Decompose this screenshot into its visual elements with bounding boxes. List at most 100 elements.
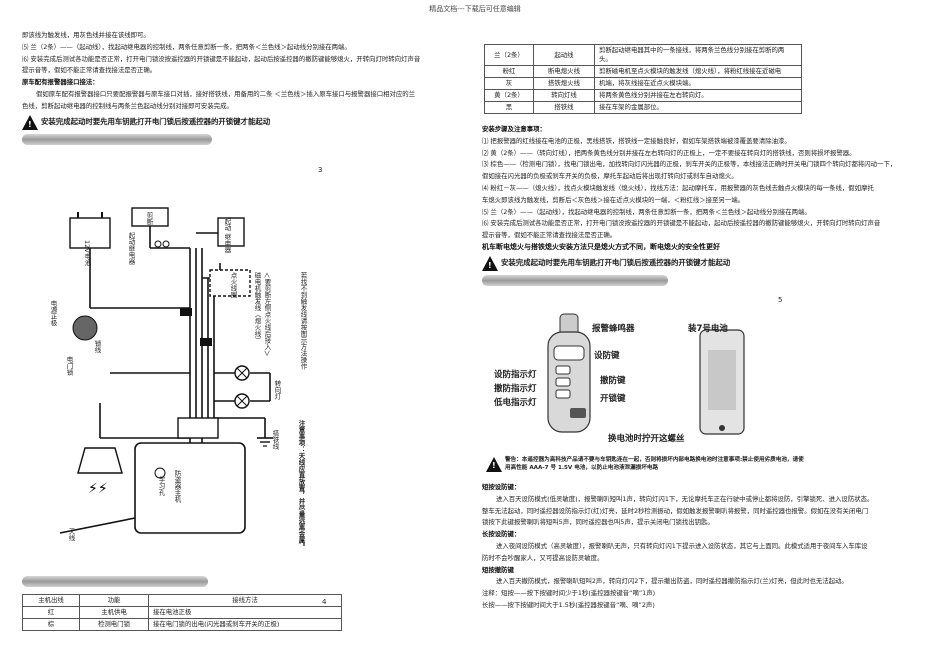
diagram-label-learn: 学习孔 <box>157 476 165 496</box>
table-cell: 接在车架的金属部位。 <box>594 101 802 114</box>
table-row: 黄（2条） 转向灯线 将两条黄色线分别并接在左右转向灯。 <box>484 89 802 102</box>
left-column: 即该线为触发线，用灰色线并接在该线即可。 ⑸ 兰（2条）——（起动线），找起动继… <box>22 30 468 145</box>
diagram-label-power-positive: 电源正极 <box>49 300 57 326</box>
gray-band <box>22 576 208 587</box>
table-cell: 灰 <box>484 77 534 90</box>
right-column: 安装步骤及注意事项： ⑴ 把报警器的红线接在电池的正极，黑线搭铁，搭铁线一定接触… <box>482 124 902 286</box>
step-line: 车熄火即该线为触发线，剪断后＜灰色线＞接在近点火模块的一端，＜粉红线＞接至另一端… <box>482 195 745 204</box>
page-number: 5 <box>778 296 783 304</box>
remote-figure <box>547 313 745 435</box>
table-row: 黑 搭铁线 接在车架的金属部位。 <box>484 101 802 114</box>
diagram-label-relay-note: ＜要剪断左侧点火线后接入＞ <box>263 272 271 357</box>
table-row: 粉红 断电熄火线 剪断磁电机至点火模块的触发线（熄火线），将粉红线接在近磁电 <box>484 65 802 78</box>
wiring-table-left: 主机出线 功能 接线方法 红 主机供电 接在电池正极 棕 检测电门锁 接在电门锁… <box>22 594 342 631</box>
table-cell: 起动线 <box>533 44 595 66</box>
diagram-label-lock-wire: 锁线 <box>93 340 101 353</box>
paragraph: 进入百天撤防模式，报警喇叭短叫2声，转向灯闪2下，提示撤出防盗，同时遥控器撤防指… <box>496 577 848 586</box>
table-cell: 红 <box>22 606 80 619</box>
remote-label-screw: 换电池时拧开这螺丝 <box>608 434 685 444</box>
svg-text:⚡⚡: ⚡⚡ <box>88 481 108 497</box>
table-cell: 剪断磁电机至点火模块的触发线（熄火线），将粉红线接在近磁电 <box>594 65 802 78</box>
page-number: 4 <box>322 598 327 606</box>
diagram-label-wind: 起动 继电器 <box>223 218 231 253</box>
page-header: 精品文档---下载后可任意编辑 <box>429 5 521 13</box>
table-cell: 将两条黄色线分别并接在左右转向灯。 <box>594 89 802 102</box>
step-line: ⑹ 安装完成后测试各功能是否正常，打开电门锁没按遥控器的开锁键是不能起动，起动后… <box>482 219 881 228</box>
notice-row: 警告：本遥控器为高科技产品请不要与车钥匙连在一起，否则将损坏内部电路换电池时注意… <box>486 456 806 472</box>
table-header: 接线方法 <box>148 594 342 607</box>
remote-label-low-battery-led: 低电指示灯 <box>494 398 537 408</box>
remote-label-unlock-button: 开锁键 <box>600 394 626 404</box>
table-cell: 黄（2条） <box>484 89 534 102</box>
diagram-label-turn-lamp: 转向灯 <box>273 380 281 400</box>
warning-icon <box>482 255 498 272</box>
right-bottom-text: 短按设防键： 进入百天设防模式(低灵敏度)，报警喇叭短叫1声，转向灯闪1下，无论… <box>482 482 902 612</box>
table-cell: 剪断起动继电器其中的一条接线，将两条兰色线分别接在剪断的两头。 <box>594 44 802 66</box>
step-line: ⑸ 兰（2条）——（起动线），找起动继电器的控制线，两条任意剪断一条，把两条＜兰… <box>482 207 811 216</box>
diagram-label-antenna: 天线 <box>67 528 75 541</box>
step-line: ⑶ 棕色——（检测电门锁），找电门锁出电，加找转向灯闪光器的正极，刹车开关的正极… <box>482 160 897 169</box>
table-row: 灰 搭铁熄火线 机端，将灰线接在近点火模块端。 <box>484 77 802 90</box>
table-header: 功能 <box>79 594 149 607</box>
table-row: 兰（2条） 起动线 剪断起动继电器其中的一条接线，将两条兰色线分别接在剪断的两头… <box>484 44 802 66</box>
paragraph: 防时不会吵醒家人，又可提高设防灵敏度。 <box>482 553 604 562</box>
diagram-label-ignition-coil: 点火线圈 <box>229 272 237 298</box>
gray-band <box>22 133 212 145</box>
text-line: ⑹ 安装完成后测试各功能是否正常，打开电门锁没按遥控器的开锁键是不能起动，起动后… <box>22 54 421 63</box>
table-row: 红 主机供电 接在电池正极 <box>22 606 342 619</box>
paragraph: 整车无法起动，同时遥控器设防指示灯(红)灯亮，延时2秒检测振动，假如触发报警喇叭… <box>482 506 869 515</box>
page-number: 3 <box>318 166 323 174</box>
diagram-label-ignition-cut: 磁电机触发线（熄火线） <box>253 272 261 344</box>
table-cell: 搭铁线 <box>533 101 595 114</box>
remote-label-battery: 装7号电池 <box>688 324 728 334</box>
warning-text: 安装完成起动时要先用车钥匙打开电门锁后按遥控器的开锁键才能起动 <box>501 258 731 268</box>
warning-row: 安装完成起动时要先用车钥匙打开电门锁后按遥控器的开锁键才能起动 <box>22 114 468 130</box>
text-line: ⑸ 兰（2条）——（起动线），找起动继电器的控制线，两条任意剪断一条，把两条＜兰… <box>22 42 351 51</box>
warning-icon <box>486 456 502 472</box>
warning-text: 安装完成起动时要先用车钥匙打开电门锁后按遥控器的开锁键才能起动 <box>41 117 271 127</box>
gray-band <box>482 274 668 286</box>
table-cell: 黑 <box>484 101 534 114</box>
diagram-label-door-lock: 电门锁 <box>65 356 73 376</box>
diagram-label-caution: 注意事项：天线应直放置，并尽量远离金属。 <box>297 420 305 550</box>
section-title: 长按设防键： <box>482 530 521 539</box>
table-cell: 接在电池正极 <box>148 606 342 619</box>
remote-label-disarm-button: 撤防键 <box>600 376 626 386</box>
note: 注释：短按——按下按键时间少于1秒(遥控器按键音“嘀”1声) <box>482 589 656 598</box>
remote-label-speaker: 报警蜂鸣器 <box>592 324 635 334</box>
table-cell: 检测电门锁 <box>79 618 149 631</box>
paragraph: 进入夜间设防模式（高灵敏度），报警喇叭无声，只有转向灯闪1下提示进入设防状态，其… <box>496 541 868 550</box>
table-header-row: 主机出线 功能 接线方法 <box>22 594 342 607</box>
table-cell: 断电熄火线 <box>533 65 595 78</box>
text-line: 即该线为触发线，用灰色线并接在该线即可。 <box>22 31 150 39</box>
section-subtitle: 原车配有报警器接口接法： <box>22 78 99 87</box>
table-cell: 搭铁熄火线 <box>533 77 595 90</box>
diagram-label-battery: 12V电池 <box>83 240 91 266</box>
diagram-label-start-relay: 起动继电器 <box>127 232 135 265</box>
paragraph: 假如原车配有报警器接口只要配报警器与原车接口对插，接好搭铁线，用备用的二条 ＜兰… <box>36 89 416 98</box>
diagram-label-main-unit: 防盗器主机 <box>173 470 181 503</box>
diagram-label-note-gray: 若找不到触发线请按图示方法操作 <box>299 272 307 370</box>
step-line: ⑴ 把报警器的红线接在电池的正极，黑线搭铁，搭铁线一定接触良好，假如车架搭铁端被… <box>482 136 791 145</box>
wiring-table-right: 兰（2条） 起动线 剪断起动继电器其中的一条接线，将两条兰色线分别接在剪断的两头… <box>484 44 802 114</box>
section-title: 短按撤防键 <box>482 565 514 574</box>
paragraph: 色线，剪断起动继电器的控制线与两条兰色起动线分别对接即可安装完成。 <box>22 101 233 110</box>
note: 长按——按下按键时间大于1.5秒(遥控器按键音“嘀、嘀”2声) <box>482 600 655 609</box>
paragraph: 锁按下此键报警喇叭将短叫5声，同时遥控器也叫5声，提示关闭电门锁找出钥匙。 <box>482 518 714 527</box>
diagram-label-cut: 剪断 <box>145 212 153 225</box>
step-line: 提示音等，假如不能正常请查找接法是否正确。 <box>482 231 617 240</box>
bold-line: 机车断电熄火与搭铁熄火安装方法只是熄火方式不同，断电熄火的安全性更好 <box>482 242 720 251</box>
step-line: 假如接在闪光器的负极或刹车开关的负极，摩托车起动后将出现打转向灯或刹车自动熄火。 <box>482 172 738 181</box>
table-row: 棕 检测电门锁 接在电门锁的出电(闪光器或刹车开关的正极) <box>22 618 342 631</box>
diagram-label-ground: 搭铁线 <box>271 430 279 450</box>
paragraph: 进入百天设防模式(低灵敏度)，报警喇叭短叫1声，转向灯闪1下，无论摩托车正在行驶… <box>496 494 874 503</box>
table-cell: 棕 <box>22 618 80 631</box>
warning-icon <box>22 114 38 130</box>
table-cell: 接在电门锁的出电(闪光器或刹车开关的正极) <box>148 618 342 631</box>
table-cell: 机端，将灰线接在近点火模块端。 <box>594 77 802 90</box>
warning-row: 安装完成起动时要先用车钥匙打开电门锁后按遥控器的开锁键才能起动 <box>482 255 902 272</box>
table-cell: 粉红 <box>484 65 534 78</box>
table-cell: 兰（2条） <box>484 44 534 66</box>
notice-text: 警告：本遥控器为高科技产品请不要与车钥匙连在一起，否则将损坏内部电路换电池时注意… <box>505 457 804 471</box>
section-title: 短按设防键： <box>482 483 521 491</box>
